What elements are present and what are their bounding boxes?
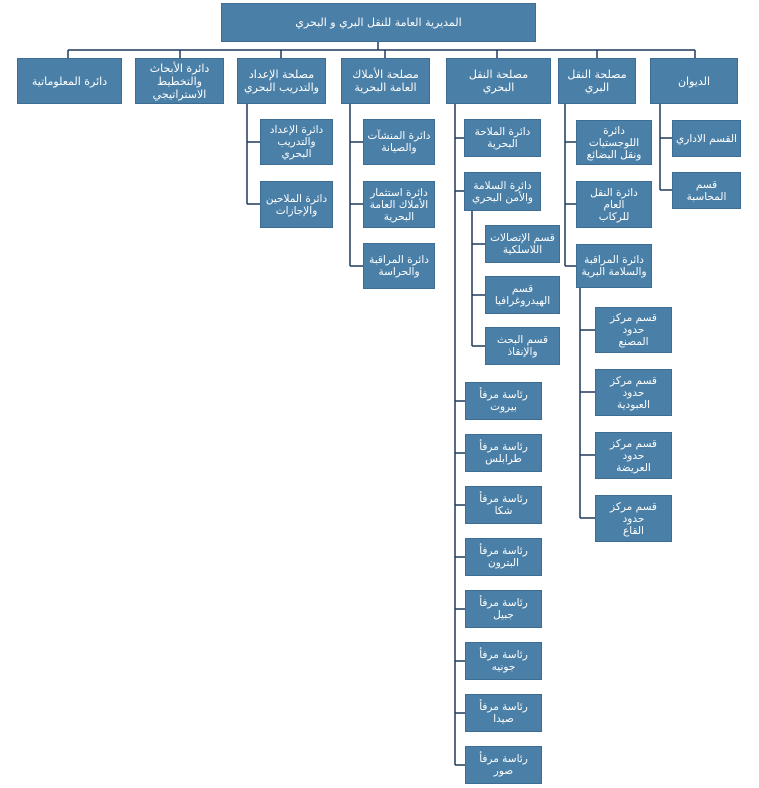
border-center-aboudieh-box: قسم مركز حدود العبودية: [595, 369, 672, 416]
diwan-box: الديوان: [650, 58, 738, 104]
land-safety-dept-box: دائرة المراقبة والسلامة البرية: [576, 244, 652, 288]
border-center-qaa-box: قسم مركز حدود القاع: [595, 495, 672, 542]
research-box: دائرة الأبحاث والتخطيط الاستراتيجي: [135, 58, 224, 104]
maritime-training-dept-box: دائرة الإعداد والتدريب البحري: [260, 119, 333, 165]
border-center-arida-box: قسم مركز حدود العريضة: [595, 432, 672, 479]
land-transport-box: مصلحة النقل البري: [558, 58, 636, 104]
logistics-dept-box: دائرة اللوجستيات ونقل البضائع: [576, 120, 652, 165]
surveillance-guard-dept-box: دائرة المراقبة والحراسة: [363, 243, 435, 289]
port-tyre-box: رئاسة مرفأ صور: [465, 746, 542, 784]
maritime-property-box: مصلحة الأملاك العامة البحرية: [341, 58, 430, 104]
search-rescue-section-box: قسم البحث والإنقاذ: [485, 327, 560, 365]
maritime-safety-dept-box: دائرة السلامة والأمن البحري: [464, 172, 541, 211]
navigation-dept-box: دائرة الملاحة البحرية: [464, 119, 541, 157]
port-jbeil-box: رئاسة مرفأ جبيل: [465, 590, 542, 628]
port-batroun-box: رئاسة مرفأ البترون: [465, 538, 542, 576]
hydrography-section-box: قسم الهيدروغرافيا: [485, 276, 560, 314]
maritime-transport-box: مصلحة النقل البحري: [446, 58, 551, 104]
admin-section-box: القسم الاداري: [672, 120, 741, 157]
property-investment-dept-box: دائرة استثمار الأملاك العامة البحرية: [363, 181, 435, 228]
port-jounieh-box: رئاسة مرفأ جونيه: [465, 642, 542, 680]
port-beirut-box: رئاسة مرفأ بيروت: [465, 382, 542, 420]
informatics-box: دائرة المعلوماتية: [17, 58, 122, 104]
wireless-comm-section-box: قسم الإتصالات اللاسلكية: [485, 225, 560, 263]
accounting-section-box: قسم المحاسبة: [672, 172, 741, 209]
port-chekka-box: رئاسة مرفأ شكا: [465, 486, 542, 524]
port-tripoli-box: رئاسة مرفأ طرابلس: [465, 434, 542, 472]
public-transport-dept-box: دائرة النقل العام للركاب: [576, 181, 652, 228]
facilities-maintenance-dept-box: دائرة المنشآت والصيانة: [363, 119, 435, 165]
border-center-masnaa-box: قسم مركز حدود المصنع: [595, 307, 672, 353]
root-box: المديرية العامة للنقل البري و البحري: [221, 3, 536, 42]
seafarers-licenses-dept-box: دائرة الملاحين والإجازات: [260, 181, 333, 228]
training-box: مصلحة الإعداد والتدريب البحري: [237, 58, 326, 104]
port-saida-box: رئاسة مرفأ صيدا: [465, 694, 542, 732]
